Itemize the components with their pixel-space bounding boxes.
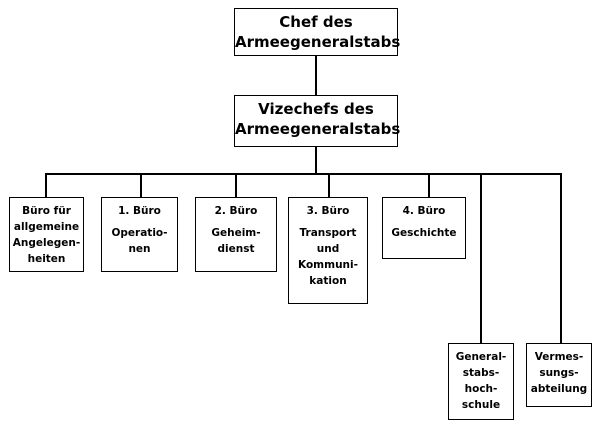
office-line: abteilung [530, 383, 588, 395]
office-line: Geheim- [211, 227, 261, 239]
chief-line: Chef des [279, 13, 353, 31]
vice-chiefs-box: Vizechefs des Armeegeneralstabs [234, 95, 401, 147]
office-box-3: 3. Büro Transport und Kommuni- kation [288, 197, 368, 304]
office-box-survey-department: Vermes- sungs- abteilung [526, 343, 592, 407]
office-line: sungs- [539, 367, 579, 379]
office-line: Angelegen- [12, 237, 81, 249]
connector-office-5 [480, 173, 482, 344]
chief-box: Chef des Armeegeneralstabs [234, 8, 401, 56]
office-line: stabs- [462, 367, 500, 379]
office-heading: 1. Büro [118, 205, 161, 217]
office-line: schule [461, 399, 501, 411]
office-line: heiten [27, 253, 66, 265]
office-heading: 4. Büro [402, 205, 446, 217]
connector-office-2 [235, 173, 237, 198]
connector-office-3 [328, 173, 330, 198]
office-line: Geschichte [391, 227, 457, 239]
office-line: Transport [299, 227, 357, 239]
office-line: dienst [217, 243, 255, 255]
connector-chief-to-vice [315, 55, 317, 95]
office-box-staff-college: General- stabs- hoch- schule [448, 343, 514, 420]
connector-vice-to-bus [315, 146, 317, 174]
office-box-4: 4. Büro Geschichte [382, 197, 466, 259]
office-box-2: 2. Büro Geheim- dienst [195, 197, 277, 272]
office-line: Büro für [22, 205, 71, 217]
office-line: Vermes- [534, 351, 584, 363]
office-line: hoch- [464, 383, 498, 395]
connector-office-0 [45, 173, 47, 198]
chief-line: Armeegeneralstabs [235, 33, 401, 51]
office-line: allgemeine [13, 221, 80, 233]
connector-office-6 [560, 173, 562, 344]
office-heading: 2. Büro [214, 205, 258, 217]
vice-chiefs-line: Vizechefs des [258, 100, 374, 118]
connector-horizontal-bus [45, 173, 562, 175]
connector-office-1 [140, 173, 142, 198]
office-line: Operatio- [111, 227, 168, 239]
vice-chiefs-line: Armeegeneralstabs [235, 120, 401, 138]
office-line: und [316, 243, 340, 255]
office-box-1: 1. Büro Operatio- nen [101, 197, 178, 272]
office-line: kation [309, 275, 347, 287]
office-line: General- [455, 351, 507, 363]
office-line: Kommuni- [298, 259, 358, 271]
connector-office-4 [428, 173, 430, 198]
office-heading: 3. Büro [306, 205, 350, 217]
office-line: nen [128, 243, 151, 255]
office-box-general-affairs: Büro für allgemeine Angelegen- heiten [9, 197, 84, 272]
